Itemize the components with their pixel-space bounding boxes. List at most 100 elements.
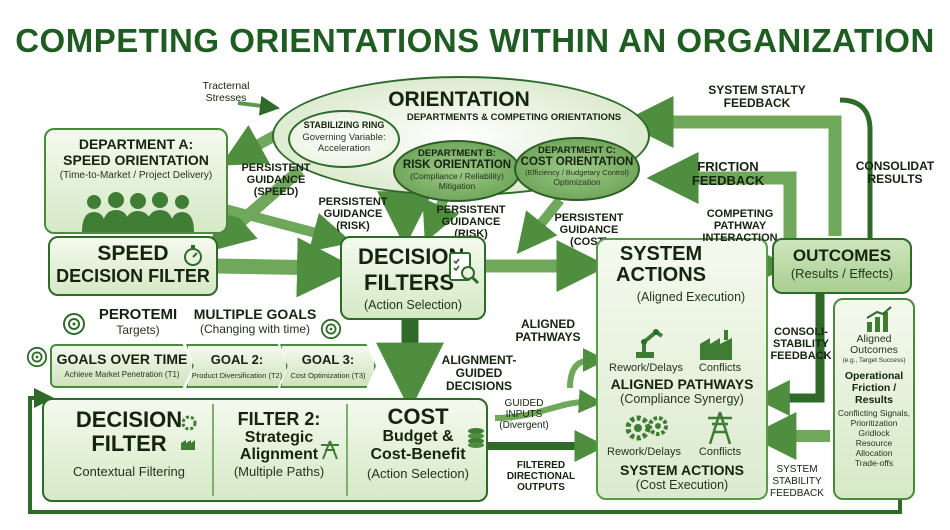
consolidat-label: CONSOLIDAT RESULTS: [855, 159, 935, 186]
decision-filters-sub: (Action Selection): [364, 298, 462, 312]
speed-filter-line1: SPEED: [97, 242, 169, 265]
outcomes-box: OUTCOMES (Results / Effects): [772, 238, 912, 294]
aligned-pathways-sub: (Compliance Synergy): [620, 392, 744, 406]
consoli-stability-label: CONSOLI- STABILITY FEEDBACK: [770, 326, 832, 362]
rework-1: Rework/Delays: [609, 362, 683, 374]
dept-b-title: DEPARTMENT B:: [418, 148, 496, 159]
stabilizing-line1: Governing Variable:: [302, 132, 386, 143]
arrow-friction-feedback: [646, 152, 797, 238]
bottom-cost: COST Budget & Cost-Benefit (Action Selec…: [350, 404, 486, 482]
system-stability-label: SYSTEM STABILITY FEEDBACK: [770, 464, 824, 499]
target-icon-2: [320, 318, 342, 340]
bottom-cost-line1: COST: [387, 404, 449, 429]
perotemi-block: PEROTEMI Targets): [88, 306, 188, 337]
filtered-outputs-label: FILTERED DIRECTIONAL OUTPUTS: [506, 460, 576, 493]
dept-a-title2: SPEED ORIENTATION: [63, 152, 209, 168]
arrow-dept-a-decision: [208, 200, 353, 252]
bottom-f2-line1: FILTER 2:: [237, 409, 321, 429]
bottom-df-sub: Contextual Filtering: [73, 464, 185, 479]
multiple-goals-title: MULTIPLE GOALS: [193, 306, 317, 322]
right-panel: Aligned Outcomes (e.g., Target Success) …: [833, 298, 915, 500]
decision-filters-box: DECISION FILTERS (Action Selection): [340, 236, 486, 320]
goal-2-title: GOAL 2:: [210, 352, 264, 367]
gear-icon-small: [181, 415, 197, 431]
perotemi-sub: Targets): [116, 323, 160, 337]
multiple-goals-sub: (Changing with time): [199, 322, 311, 336]
dept-a-sub: (Time-to-Market / Project Delivery): [59, 170, 213, 181]
aligned-pathways-block: ALIGNED PATHWAYS (Compliance Synergy): [598, 376, 766, 406]
divider-2: [346, 404, 348, 496]
decision-filters-line1: DECISION: [358, 244, 465, 269]
system-actions-line2: ACTIONS: [616, 264, 706, 286]
system-actions2-block: SYSTEM ACTIONS (Cost Execution): [598, 462, 766, 492]
dept-a-title: DEPARTMENT A:: [78, 136, 194, 152]
conflicts-2: Conflicts: [698, 446, 742, 458]
robot-arm-icon: [636, 329, 664, 358]
aligned-pathways-title: ALIGNED PATHWAYS: [610, 376, 754, 392]
system-actions-sub: (Aligned Execution): [636, 290, 746, 304]
bottom-filters-frame: [42, 398, 488, 502]
dept-c-sub2: Optimization: [553, 177, 601, 187]
dept-c-ellipse: DEPARTMENT C: COST ORIENTATION (Efficien…: [514, 137, 640, 201]
multiple-goals-block: MULTIPLE GOALS (Changing with time): [190, 306, 320, 336]
power-tower-icon: [708, 411, 732, 444]
aligned-outcomes: Aligned Outcomes: [850, 333, 898, 356]
checklist-magnifier-icon: [449, 252, 480, 285]
dept-c-title2: COST ORIENTATION: [520, 156, 634, 168]
goal-3-title: GOAL 3:: [301, 352, 355, 367]
stalty-label: SYSTEM STALTY FEEDBACK: [708, 83, 806, 110]
target-icon-3: [26, 346, 48, 368]
bottom-f2-line2: Strategic: [244, 429, 314, 446]
goals-time-sub: Achieve Market Penetration (T1): [64, 370, 180, 379]
bottom-filter-2: FILTER 2: Strategic Alignment (Multiple …: [214, 409, 344, 480]
operational-friction-title: Operational Friction / Results: [844, 370, 904, 406]
target-icon-1: [63, 313, 85, 335]
operational-friction-items: Conflicting Signals, Prioritization Grid…: [837, 408, 911, 468]
system-actions2-sub: (Cost Execution): [635, 478, 729, 492]
arrow-cost-decision: [516, 196, 564, 255]
rework-2: Rework/Delays: [607, 446, 681, 458]
bottom-f2-line3: Alignment: [239, 446, 319, 463]
system-actions2-title: SYSTEM ACTIONS: [620, 462, 744, 478]
system-actions-line1: SYSTEM: [619, 243, 703, 265]
guided-inputs-label: GUIDED INPUTS (Divergent): [499, 398, 549, 431]
goal-3-sub: Cost Optimization (T3): [290, 371, 366, 380]
bottom-cost-line2: Budget &: [382, 428, 454, 445]
decision-filters-line2: FILTERS: [364, 270, 455, 295]
outcomes-sub: (Results / Effects): [790, 266, 894, 281]
stabilizing-line2: Acceleration: [317, 143, 371, 154]
dept-a-box: DEPARTMENT A: SPEED ORIENTATION (Time-to…: [44, 128, 228, 234]
divider-1: [212, 404, 214, 496]
orientation-title: ORIENTATION: [388, 88, 530, 111]
factory-icon-small: [181, 440, 195, 450]
gears-icon: [625, 415, 668, 441]
goal-2-sub: Product Diversification (T2): [191, 371, 283, 380]
aligned-outcomes-sub: (e.g., Target Success): [842, 357, 906, 364]
dept-c-sub: (Efficiency / Budgetary Control): [525, 168, 629, 177]
bottom-cost-line3: Cost-Benefit: [370, 446, 466, 463]
goal-2: GOAL 2: Product Diversification (T2): [186, 344, 288, 388]
dept-b-title2: RISK ORIENTATION: [402, 159, 512, 171]
pg-speed-label: PERSISTENT GUIDANCE (SPEED): [241, 162, 311, 198]
speed-filter-box: SPEED DECISION FILTER: [48, 236, 218, 296]
bottom-decision-filter: DECISION FILTER Contextual Filtering: [54, 408, 204, 480]
page-title: COMPETING ORIENTATIONS WITHIN AN ORGANIZ…: [15, 22, 935, 59]
coin-stack-icon: [468, 428, 484, 448]
goal-3: GOAL 3: Cost Optimization (T3): [280, 344, 376, 388]
bottom-cost-sub: (Action Selection): [367, 466, 469, 481]
outcomes-title: OUTCOMES: [792, 246, 892, 265]
team-people-icon: [82, 192, 194, 232]
factory-icon: [700, 330, 732, 360]
aligned-pathways-label: ALIGNED PATHWAYS: [515, 317, 581, 344]
dept-b-sub: (Compliance / Reliability): [409, 171, 504, 181]
bar-growth-icon: [866, 306, 892, 332]
system-actions-header: SYSTEM ACTIONS (Aligned Execution): [596, 243, 745, 305]
stopwatch-icon: [184, 245, 202, 266]
arrow-consolidat: [839, 97, 873, 238]
dept-c-title: DEPARTMENT C:: [538, 145, 616, 156]
bottom-f2-sub: (Multiple Paths): [233, 464, 325, 479]
arrow-speed-decision: [215, 237, 357, 298]
system-actions-frame: [596, 238, 768, 500]
orientation-subtitle: DEPARTMENTS & COMPETING ORIENTATIONS: [406, 112, 622, 123]
